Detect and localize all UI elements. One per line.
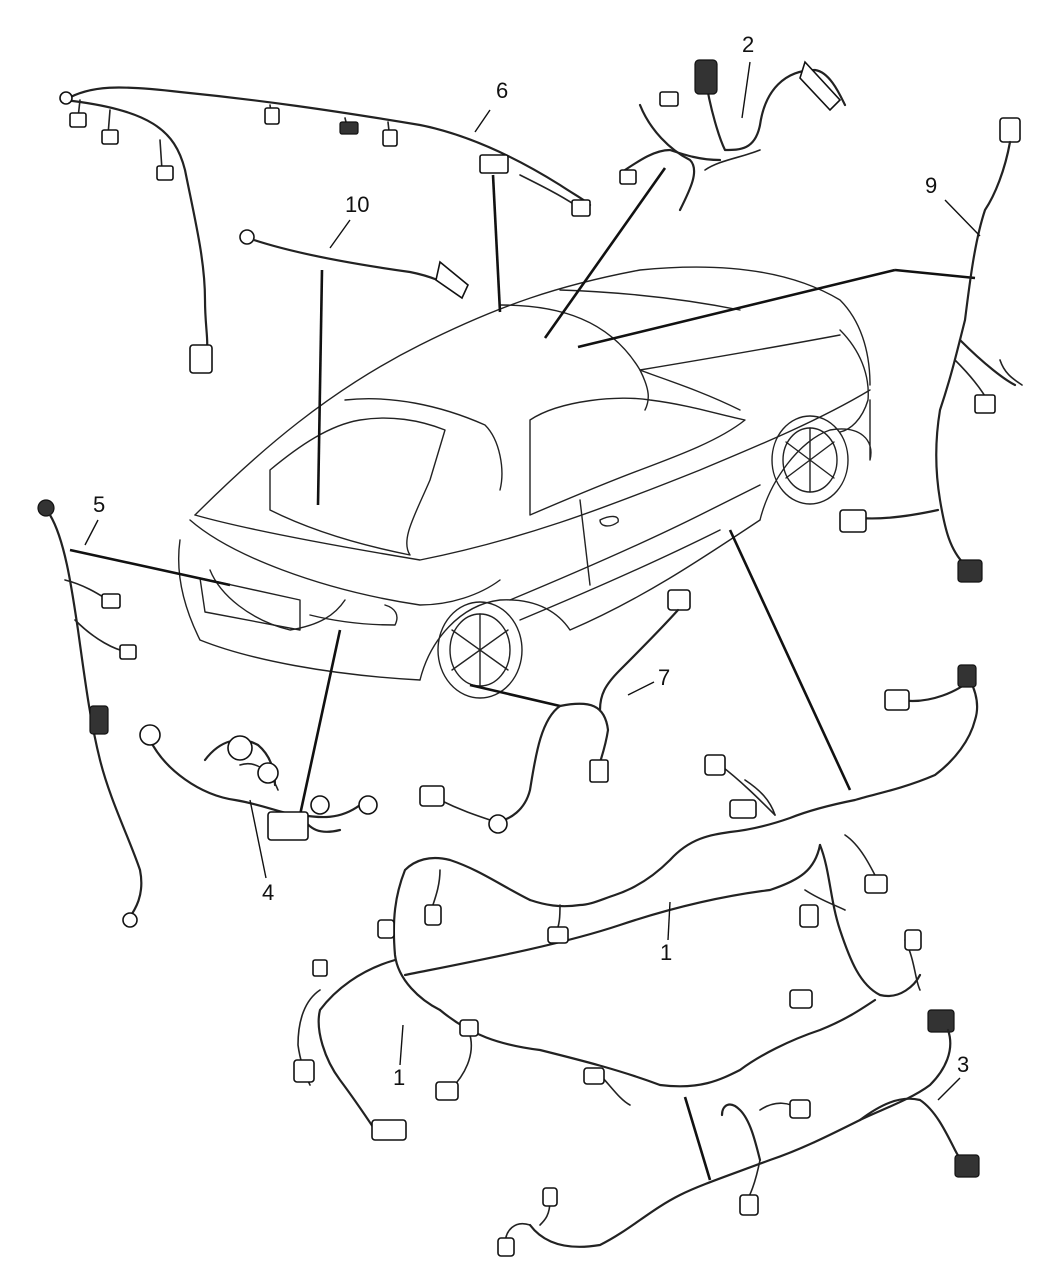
callout-10: 10 (345, 192, 369, 217)
harness-5 (37, 499, 143, 928)
callout-1a: 1 (660, 940, 672, 965)
harness-3 (497, 1009, 980, 1257)
callout-4: 4 (262, 880, 274, 905)
leader-lines (69, 167, 976, 1181)
callout-5: 5 (93, 492, 105, 517)
harness-10 (239, 229, 469, 300)
harness-9 (839, 117, 1023, 583)
callout-6: 6 (496, 78, 508, 103)
harness-7 (419, 589, 691, 834)
callout-2: 2 (742, 32, 754, 57)
callout-1b: 1 (393, 1065, 405, 1090)
harness-1 (293, 664, 979, 1141)
harness-6 (59, 86, 592, 374)
harness-4 (139, 724, 378, 841)
harness-2 (619, 59, 847, 212)
car-body (178, 266, 872, 699)
callout-9: 9 (925, 173, 937, 198)
callout-labels: 6 2 10 9 5 7 4 1 1 3 (84, 32, 981, 1101)
callout-3: 3 (957, 1052, 969, 1077)
callout-7: 7 (658, 665, 670, 690)
